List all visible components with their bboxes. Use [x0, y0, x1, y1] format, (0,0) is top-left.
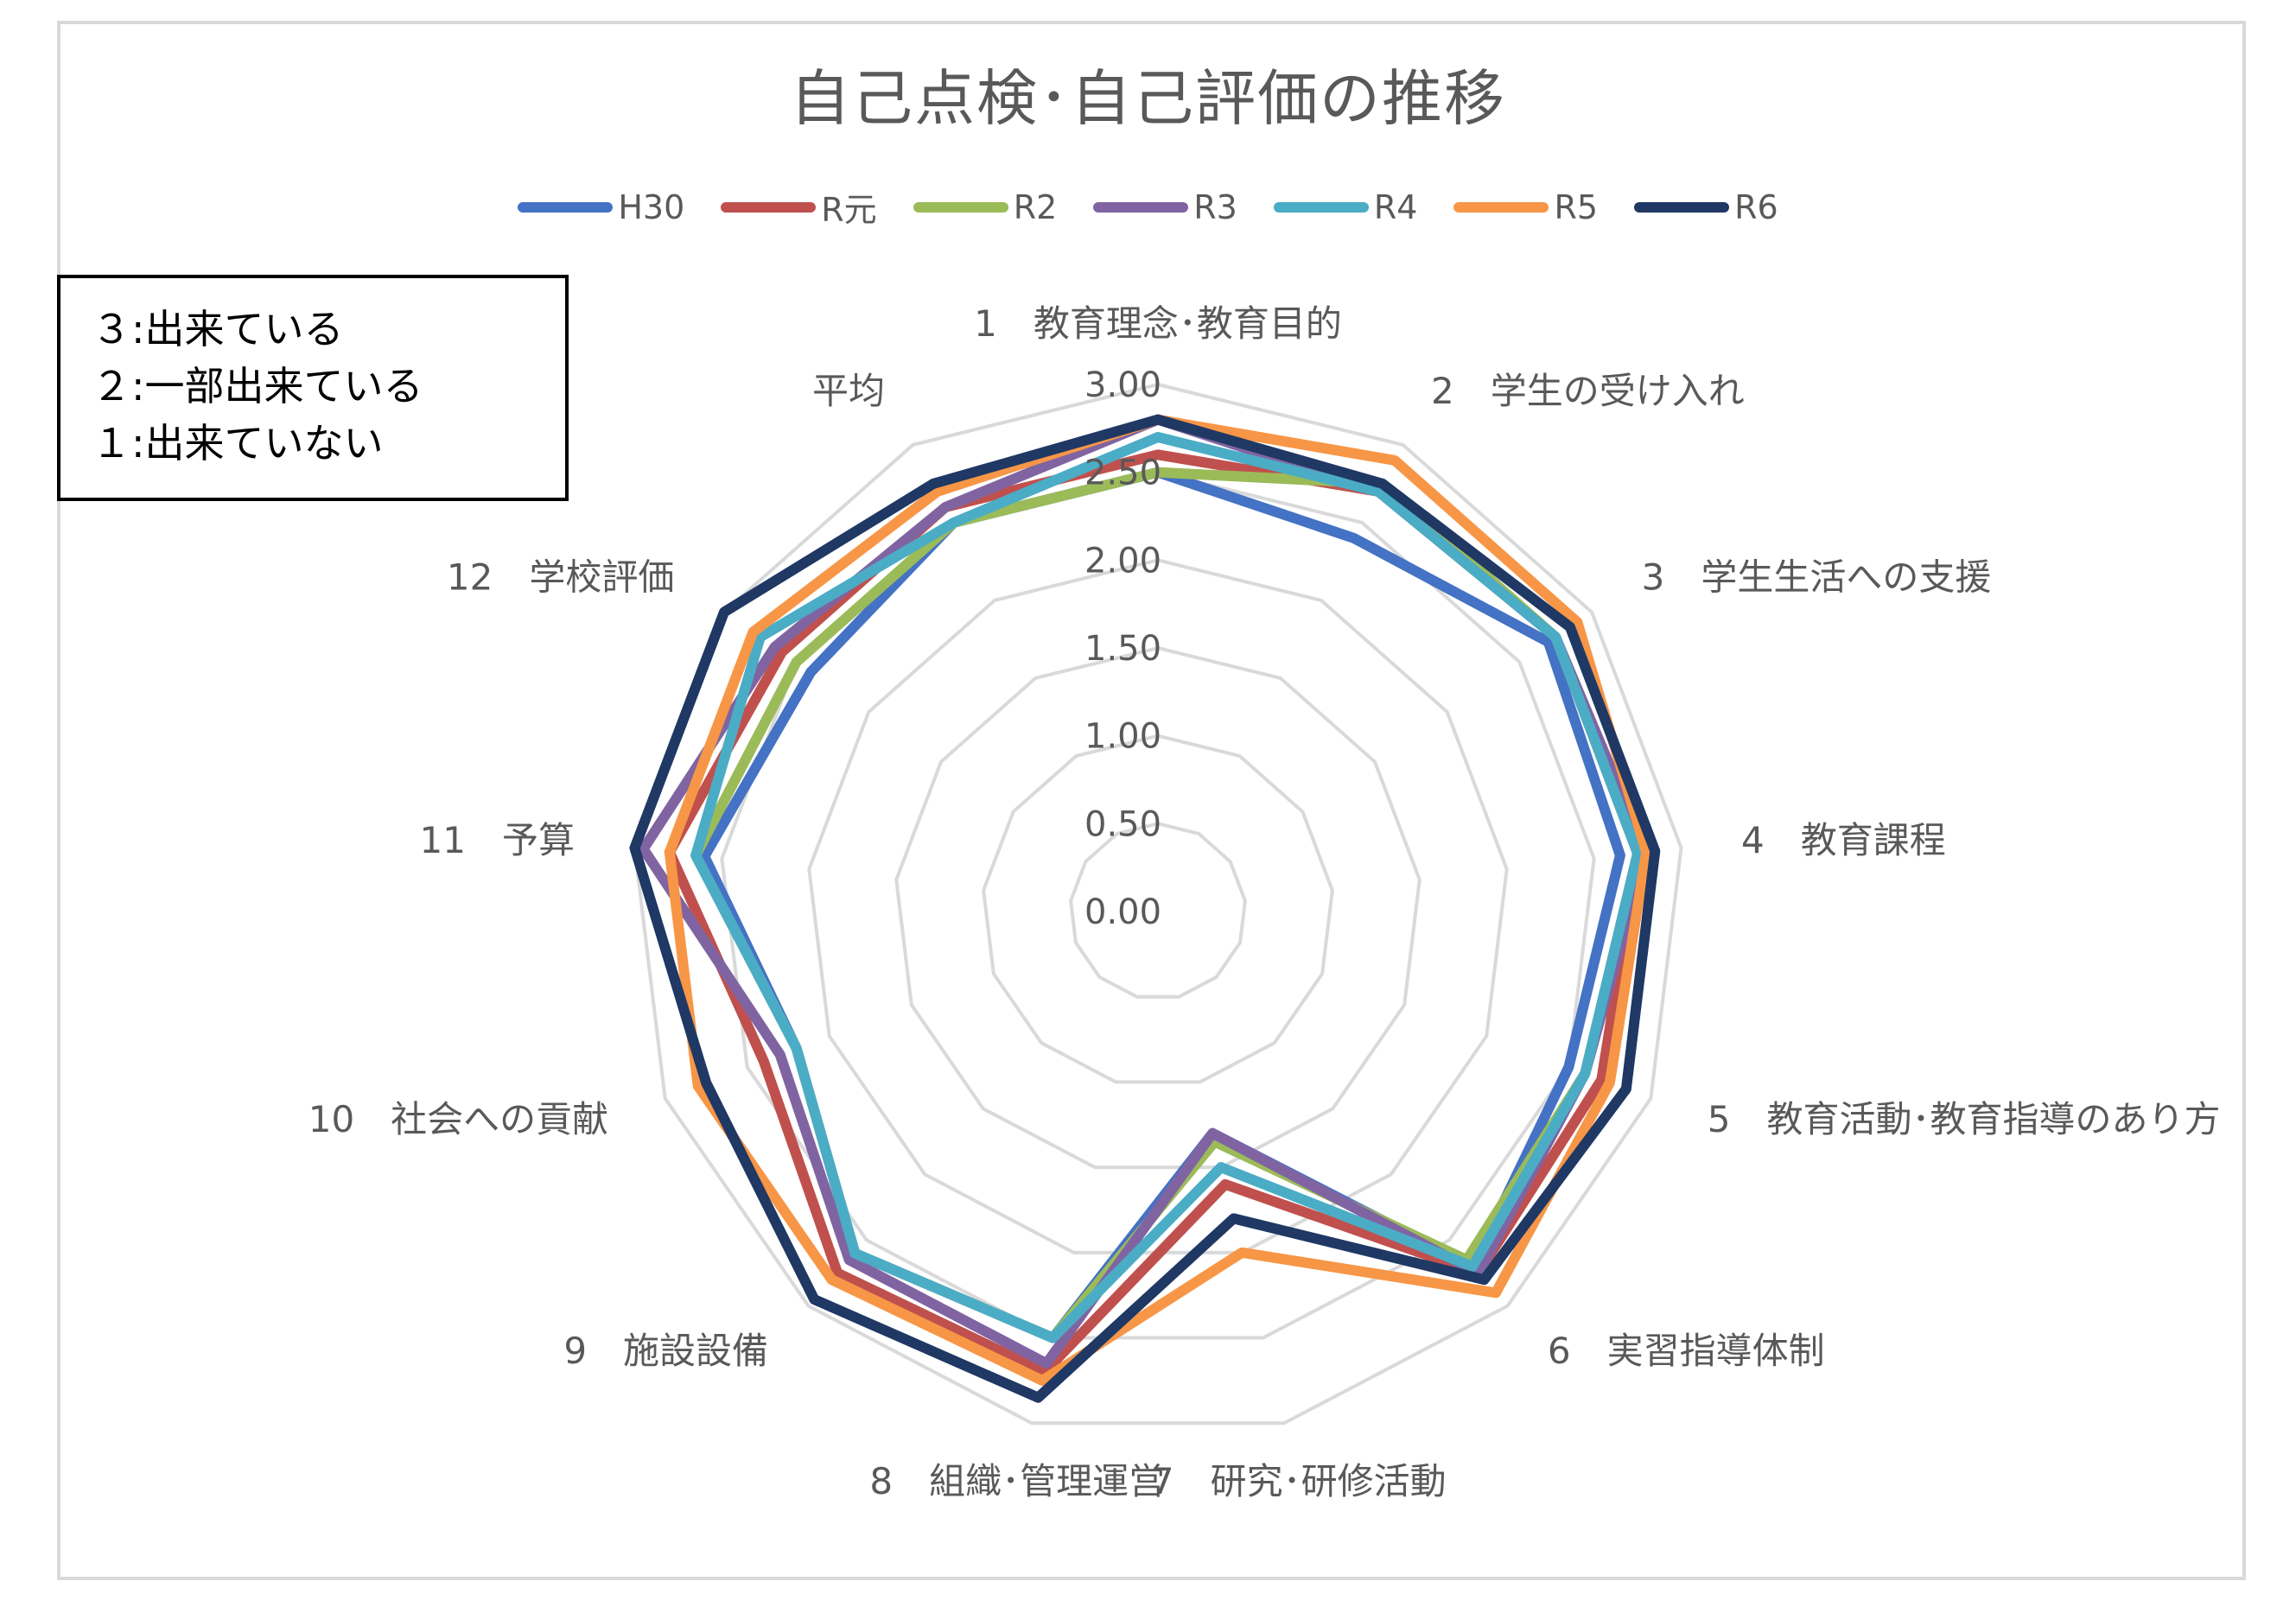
legend-swatch: [1093, 201, 1189, 213]
legend-item-R4: R4: [1273, 187, 1418, 226]
legend-swatch: [1273, 201, 1369, 213]
legend-swatch: [913, 201, 1008, 213]
legend: H30 R元 R2 R3 R4 R5 R6: [0, 183, 2296, 231]
series-line-R6: [629, 414, 1661, 1403]
axis-label: 平均: [812, 370, 885, 412]
axis-label: 12 学校評価: [447, 556, 674, 599]
legend-label: R3: [1193, 187, 1237, 226]
legend-label: R6: [1734, 187, 1778, 226]
rating-legend-box: ３:出来ている ２:一部出来ている １:出来ていない: [57, 275, 569, 501]
axis-label: 8 組織･管理運営: [869, 1460, 1165, 1502]
series-line-R5: [664, 414, 1652, 1386]
tick-label: 3.00: [1084, 365, 1161, 405]
legend-label: R5: [1554, 187, 1599, 226]
note-line-3: ３:出来ている: [92, 306, 344, 352]
legend-swatch: [721, 201, 817, 213]
tick-label: 2.00: [1084, 541, 1161, 581]
grid-ring: [982, 733, 1334, 1084]
tick-label: 0.00: [1084, 892, 1161, 932]
legend-label: R2: [1013, 187, 1058, 226]
legend-label: R4: [1373, 187, 1418, 226]
legend-item-R元: R元: [721, 183, 877, 231]
legend-item-H30: H30: [518, 188, 684, 226]
chart-frame: [57, 21, 2246, 1580]
grid-ring: [894, 645, 1421, 1170]
grid-ring: [1069, 822, 1247, 999]
note-line-1: １:出来ていない: [92, 420, 384, 467]
chart-title: 自己点検･自己評価の推移: [790, 63, 1506, 134]
axis-label: 10 社会への貢献: [308, 1098, 608, 1140]
legend-item-R3: R3: [1093, 188, 1237, 226]
legend-swatch: [518, 201, 614, 213]
legend-swatch: [1453, 201, 1549, 213]
tick-label: 1.50: [1084, 629, 1161, 669]
tick-label: 2.50: [1084, 454, 1161, 493]
tick-label: 0.50: [1084, 804, 1161, 844]
legend-item-R2: R2: [913, 187, 1058, 226]
legend-swatch: [1634, 201, 1730, 213]
axis-label: 2 学生の受け入れ: [1431, 370, 1745, 412]
note-line-2: ２:一部出来ている: [92, 363, 423, 410]
axis-label: 9 施設設備: [563, 1330, 768, 1372]
series-line-R4: [690, 432, 1644, 1343]
axis-label: 5 教育活動･教育指導のあり方: [1708, 1098, 2221, 1140]
legend-item-R6: R6: [1634, 188, 1778, 226]
axis-label: 6 実習指導体制: [1548, 1330, 1825, 1372]
tick-label: 1.00: [1084, 717, 1161, 757]
legend-item-R5: R5: [1453, 188, 1598, 226]
axis-label: 11 予算: [420, 819, 575, 861]
axis-label: 1 教育理念･教育目的: [974, 302, 1342, 345]
legend-label: H30: [618, 187, 685, 226]
axis-label: 7 研究･研修活動: [1151, 1460, 1447, 1502]
legend-label: R元: [821, 191, 877, 229]
axis-label: 3 学生生活への支援: [1642, 556, 1992, 599]
axis-label: 4 教育課程: [1741, 819, 1946, 861]
